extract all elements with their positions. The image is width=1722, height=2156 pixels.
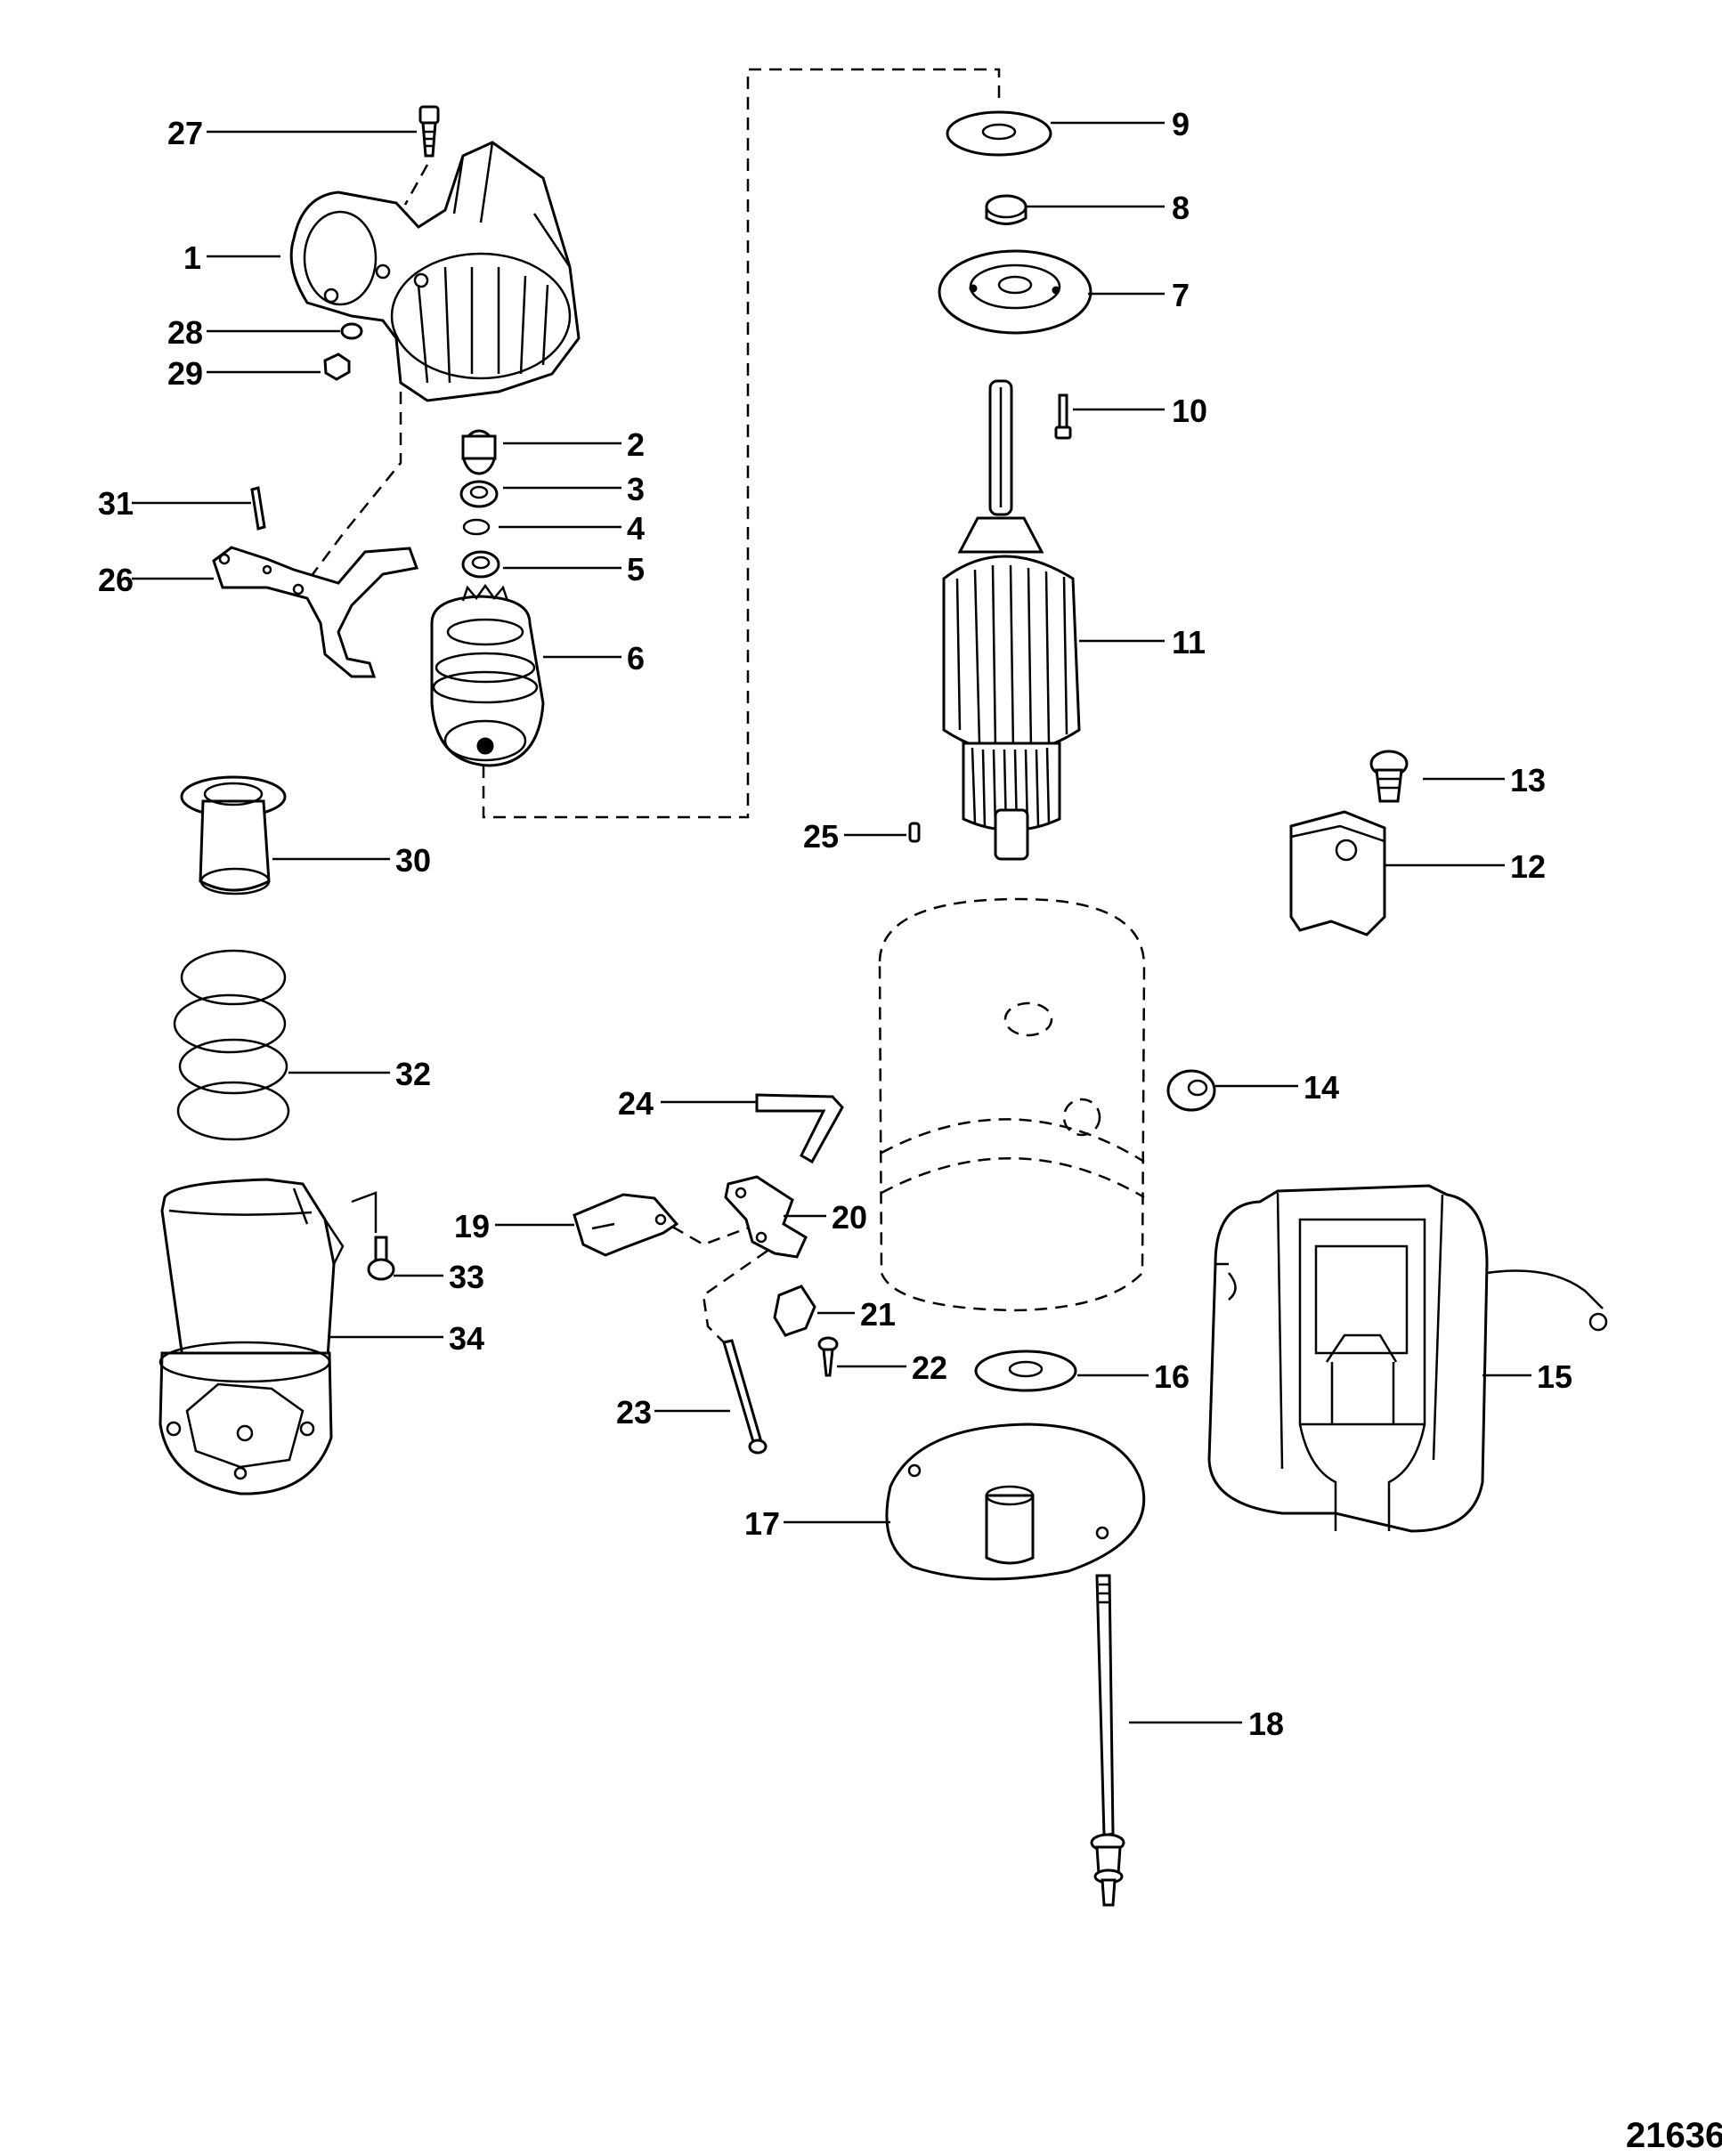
part-10-screw: [1054, 393, 1072, 440]
part-4-retaining-ring: [462, 518, 491, 536]
part-5-collar: [461, 550, 500, 579]
callout-32: 32: [395, 1056, 431, 1092]
part-7-end-plate: [938, 249, 1092, 335]
figure-number: 21636: [1626, 2116, 1722, 2155]
callout-11: 11: [1172, 624, 1206, 661]
part-31-pin: [250, 486, 266, 531]
assembly-path-brush-holder: [671, 1220, 768, 1345]
part-33-screw: [351, 1191, 395, 1281]
part-15-field-coil: [1207, 1184, 1608, 1533]
part-2-bushing: [461, 429, 497, 475]
callout-1: 1: [183, 239, 201, 276]
callout-8: 8: [1172, 190, 1190, 226]
part-26-shift-lever: [212, 546, 419, 678]
part-19-brush: [573, 1193, 679, 1257]
part-17-end-plate: [885, 1422, 1146, 1581]
callout-34: 34: [449, 1320, 484, 1357]
callout-21: 21: [860, 1296, 896, 1333]
callout-12: 12: [1510, 848, 1546, 885]
callout-5: 5: [627, 551, 645, 588]
callout-22: 22: [912, 1350, 947, 1386]
assembly-path-drive-to-armature: [482, 68, 1001, 819]
part-29-nut: [323, 353, 351, 381]
part-1-drive-housing: [289, 141, 581, 402]
callout-10: 10: [1172, 393, 1207, 429]
leader-lines: [132, 121, 1531, 1724]
callout-20: 20: [832, 1199, 867, 1236]
callout-17: 17: [744, 1505, 780, 1542]
callout-28: 28: [167, 314, 203, 351]
callout-14: 14: [1304, 1069, 1339, 1106]
assembly-path-housing-to-lever: [302, 392, 402, 588]
part-3-collar: [459, 480, 499, 508]
part-22-screw: [817, 1336, 839, 1377]
callout-19: 19: [454, 1208, 490, 1244]
callout-27: 27: [167, 115, 203, 151]
callout-7: 7: [1172, 277, 1190, 313]
callout-26: 26: [98, 562, 134, 598]
callout-23: 23: [616, 1394, 652, 1431]
part-16-washer: [974, 1350, 1077, 1392]
callout-24: 24: [618, 1085, 654, 1122]
part-25-key: [908, 822, 921, 843]
callout-25: 25: [803, 818, 839, 855]
part-8-bushing: [985, 194, 1028, 225]
part-18-through-bolt: [1090, 1574, 1125, 1907]
callout-15: 15: [1537, 1358, 1572, 1395]
part-12-cover: [1289, 810, 1386, 936]
part-30-sleeve: [180, 775, 287, 896]
part-27-bolt: [403, 105, 440, 206]
callout-31: 31: [98, 485, 134, 522]
callout-13: 13: [1510, 762, 1546, 798]
callout-6: 6: [627, 640, 645, 677]
part-9-washer: [946, 110, 1052, 157]
frame-outline-dashed: [878, 897, 1146, 1312]
part-28-washer: [340, 322, 363, 340]
part-34-solenoid: [158, 1178, 345, 1495]
part-13-plug: [1369, 750, 1409, 803]
part-14-grommet: [1166, 1069, 1216, 1112]
part-6-drive-assembly: [430, 583, 545, 767]
callout-29: 29: [167, 355, 203, 392]
part-20-brush-holder: [724, 1175, 808, 1259]
callout-4: 4: [627, 510, 645, 547]
callout-18: 18: [1248, 1706, 1284, 1742]
part-23-bolt: [722, 1339, 768, 1455]
callout-30: 30: [395, 842, 431, 879]
callout-9: 9: [1172, 106, 1190, 142]
part-32-spring: [173, 949, 290, 1141]
part-24-spring-clip: [755, 1093, 844, 1164]
callout-33: 33: [449, 1259, 484, 1295]
part-21-brush: [773, 1285, 816, 1337]
callout-2: 2: [627, 426, 645, 463]
callout-16: 16: [1154, 1358, 1190, 1395]
part-11-armature: [942, 379, 1081, 861]
callout-3: 3: [627, 471, 645, 507]
